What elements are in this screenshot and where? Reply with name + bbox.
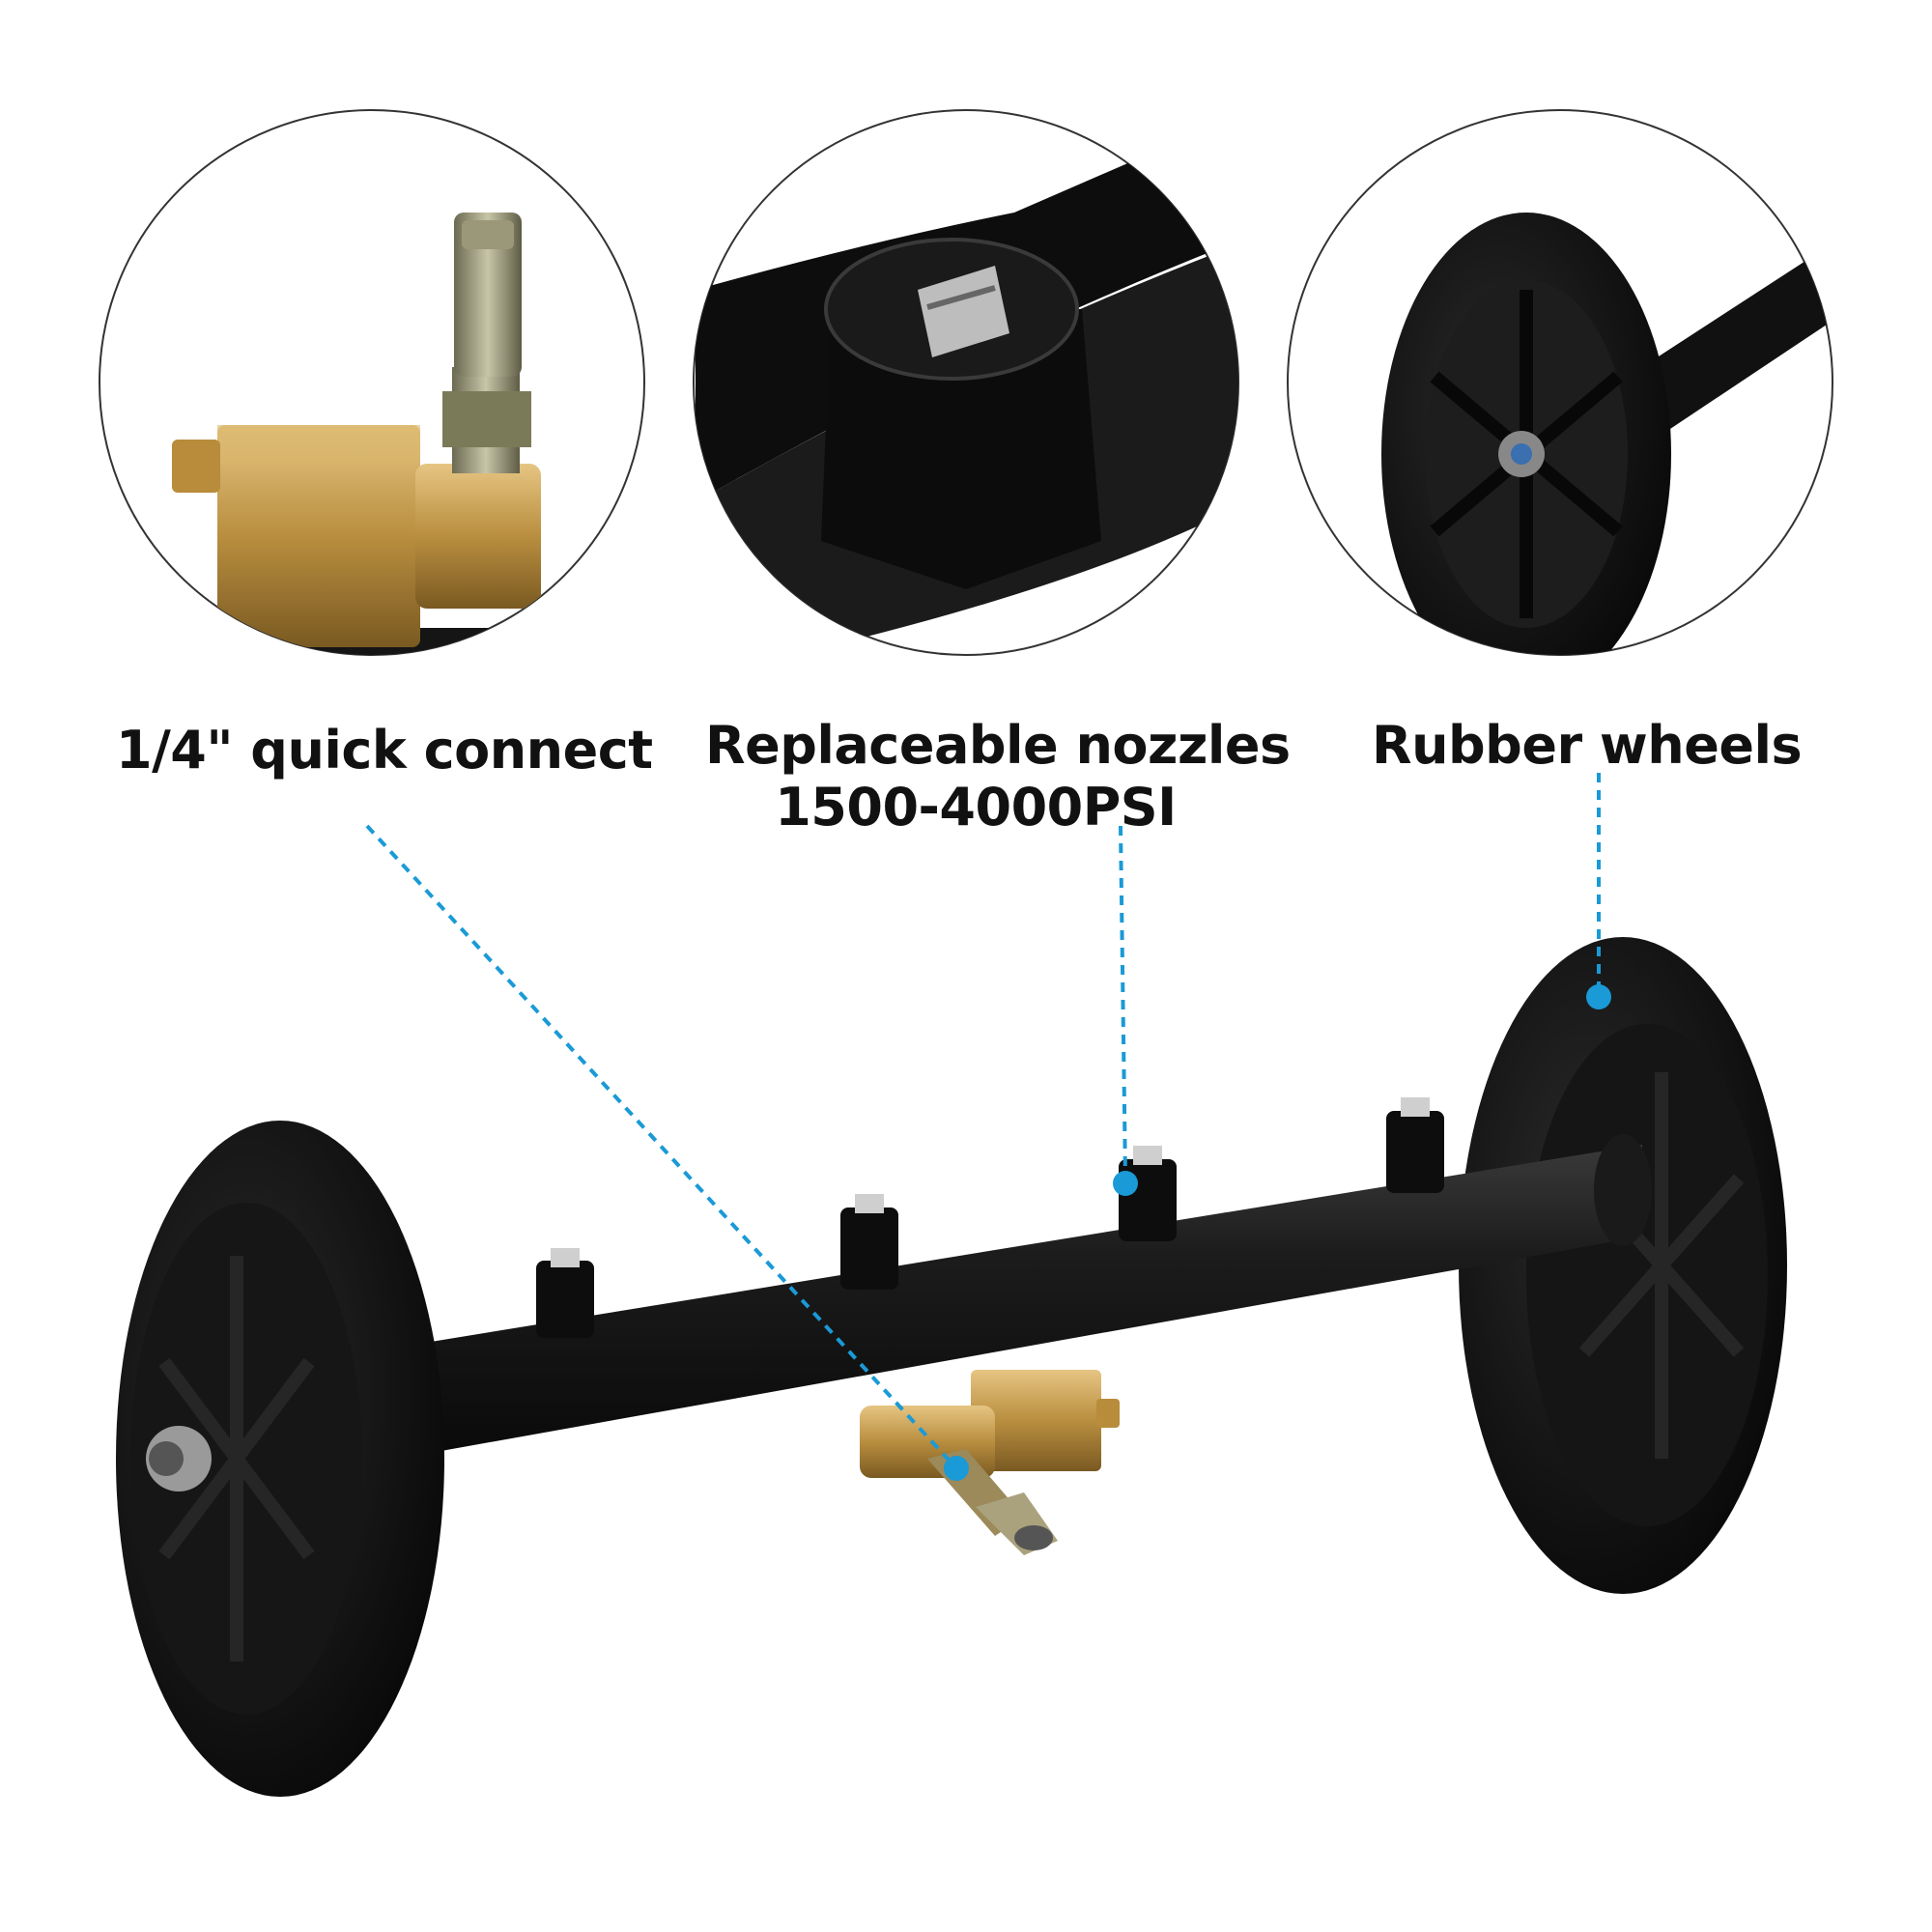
leader-line-nozzles bbox=[1119, 825, 1127, 1179]
undercarriage-cleaner-product bbox=[116, 937, 1787, 1797]
nozzle-detail bbox=[693, 109, 1239, 656]
callout-dot bbox=[1586, 984, 1611, 1009]
brass-connector bbox=[860, 1370, 1120, 1555]
callout-dot bbox=[944, 1456, 969, 1481]
leader-lines bbox=[365, 773, 1601, 1470]
spray-bar bbox=[425, 1145, 1642, 1454]
left-wheel bbox=[116, 1121, 444, 1797]
callout-nozzles-label: Replaceable nozzles 1500-4000PSI bbox=[705, 715, 1291, 838]
callout-text: 1/4" quick connect bbox=[116, 720, 653, 781]
wheel-detail bbox=[1287, 109, 1833, 656]
nozzle bbox=[1386, 1097, 1444, 1193]
callout-wheels-label: Rubber wheels bbox=[1372, 715, 1803, 777]
quick-connect-detail bbox=[99, 109, 645, 656]
callout-text: Replaceable nozzles bbox=[705, 715, 1291, 776]
callout-subtext: 1500-4000PSI bbox=[775, 777, 1177, 838]
leader-line-quick-connect bbox=[365, 824, 958, 1470]
callout-text: Rubber wheels bbox=[1372, 715, 1803, 776]
callout-dot bbox=[1113, 1171, 1138, 1196]
callout-quick-connect-label: 1/4" quick connect bbox=[116, 720, 653, 781]
nozzle bbox=[840, 1194, 898, 1290]
nozzle bbox=[536, 1248, 594, 1338]
right-wheel bbox=[1459, 937, 1787, 1594]
